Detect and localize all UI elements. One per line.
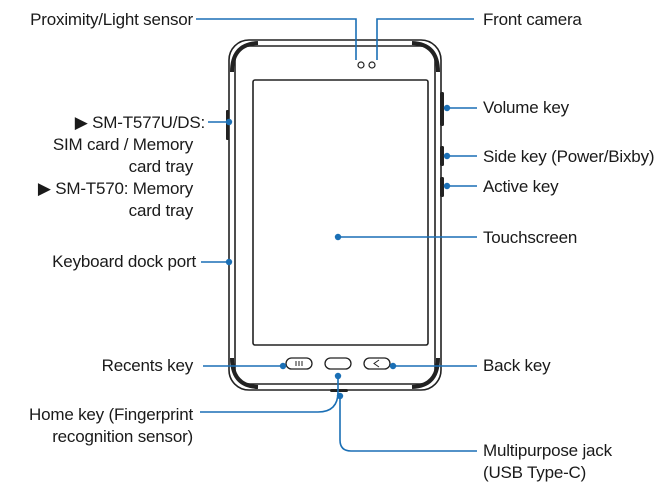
label-sim-tray-3: card tray — [128, 157, 194, 176]
label-sim-tray-2: SIM card / Memory — [52, 135, 193, 154]
label-recents-key: Recents key — [101, 356, 194, 375]
label-touchscreen: Touchscreen — [483, 228, 578, 247]
usb-port-shape — [330, 389, 348, 392]
left-tray-shape — [226, 110, 229, 140]
label-multipurpose-jack-1: Multipurpose jack — [483, 441, 612, 460]
callout-lines — [196, 18, 477, 452]
label-back-key: Back key — [483, 356, 551, 375]
side-key-shape — [440, 146, 444, 166]
label-mem-tray-2: card tray — [128, 201, 194, 220]
label-sim-tray-1: ▶ SM-T577U/DS: — [74, 113, 205, 132]
label-home-key-1: Home key (Fingerprint — [29, 405, 193, 424]
back-key-shape — [363, 357, 391, 370]
tablet-body — [228, 39, 442, 391]
label-front-camera: Front camera — [483, 10, 582, 29]
recents-key-shape — [285, 357, 313, 370]
volume-key-shape — [440, 92, 444, 126]
callout-dots — [225, 104, 451, 400]
label-active-key: Active key — [483, 177, 559, 196]
active-key-shape — [440, 177, 444, 197]
touchscreen-shape — [252, 79, 429, 346]
front-camera-shape — [368, 61, 376, 69]
home-key-shape — [324, 357, 352, 370]
label-multipurpose-jack-2: (USB Type-C) — [483, 463, 587, 482]
label-mem-tray-1: ▶ SM-T570: Memory — [37, 179, 193, 198]
proximity-sensor-shape — [357, 61, 365, 69]
label-home-key-2: recognition sensor) — [52, 427, 193, 446]
label-proximity-sensor: Proximity/Light sensor — [30, 10, 193, 29]
label-keyboard-dock-port: Keyboard dock port — [52, 252, 196, 271]
side-buttons — [226, 92, 444, 197]
label-volume-key: Volume key — [483, 98, 569, 117]
label-side-key: Side key (Power/Bixby) — [483, 147, 655, 166]
